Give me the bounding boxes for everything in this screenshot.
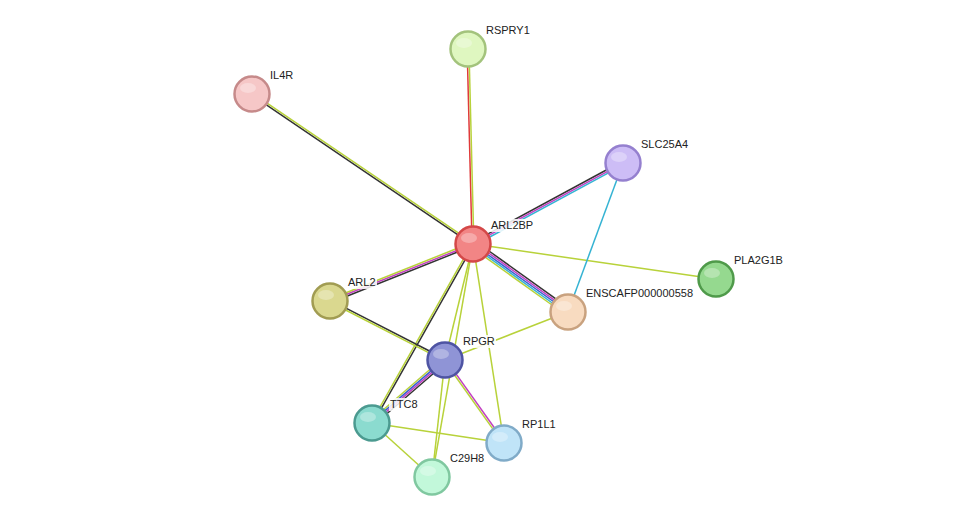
protein-node: ARL2BP (454, 225, 492, 263)
interaction-edge (468, 67, 474, 226)
node-circle (697, 260, 735, 298)
node-label: RP1L1 (521, 418, 557, 431)
node-label: TTC8 (389, 398, 419, 411)
interaction-edge (491, 247, 698, 277)
node-circle (485, 424, 523, 462)
node-circle (233, 75, 271, 113)
node-circle (426, 341, 464, 379)
node-circle (413, 458, 451, 496)
protein-node: PLA2G1B (697, 260, 735, 298)
interaction-edge (455, 374, 495, 429)
protein-node: RSPRY1 (449, 30, 487, 68)
node-label: ARL2 (347, 276, 377, 289)
interaction-edge (488, 170, 608, 237)
protein-node: RP1L1 (485, 424, 523, 462)
interaction-edge (384, 370, 433, 414)
interaction-edge (462, 319, 551, 354)
node-circle (604, 144, 642, 182)
node-circle (549, 293, 587, 331)
interaction-edge (574, 180, 617, 295)
protein-node: RPGR (426, 341, 464, 379)
interaction-edge (434, 378, 443, 459)
node-label: C29H8 (449, 452, 485, 465)
node-circle (353, 404, 391, 442)
node-label: PLA2G1B (733, 254, 784, 267)
protein-node: ENSCAFP000000558 (549, 293, 587, 331)
interaction-edge (486, 252, 556, 305)
interaction-edge (346, 308, 430, 352)
protein-node: C29H8 (413, 458, 451, 496)
protein-node: SLC25A4 (604, 144, 642, 182)
node-circle (454, 225, 492, 263)
protein-node: TTC8 (353, 404, 391, 442)
node-label: IL4R (269, 69, 294, 82)
node-label: ENSCAFP000000558 (585, 287, 694, 300)
node-label: RSPRY1 (485, 24, 531, 37)
interaction-edge (390, 426, 486, 441)
node-label: ARL2BP (490, 219, 534, 232)
protein-node: ARL2 (311, 282, 349, 320)
interaction-edge (385, 435, 418, 465)
node-circle (449, 30, 487, 68)
interaction-edge (449, 262, 469, 343)
node-label: SLC25A4 (640, 138, 689, 151)
node-label: RPGR (462, 335, 496, 348)
interaction-edge (266, 103, 458, 234)
protein-node: IL4R (233, 75, 271, 113)
node-circle (311, 282, 349, 320)
interaction-edge (346, 249, 457, 296)
